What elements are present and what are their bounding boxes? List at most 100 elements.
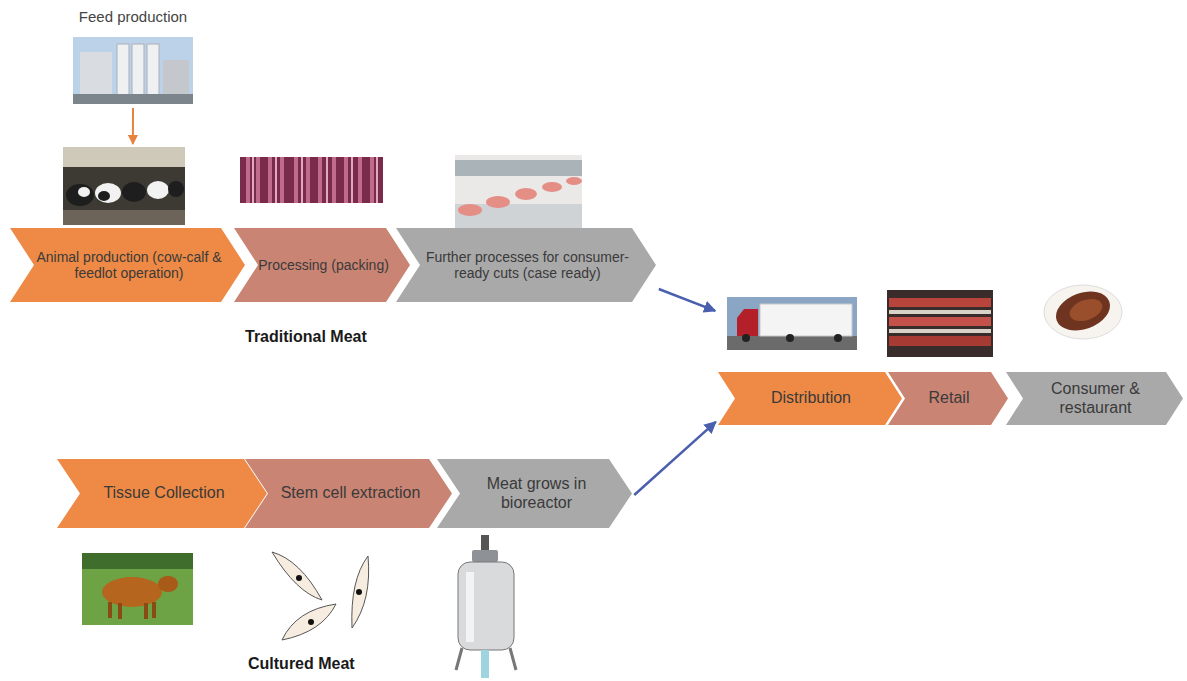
process-chevron: Processing (packing) [234,228,410,302]
chevron-fill [718,372,902,425]
display-case [887,290,993,357]
chevron-text-box: Stem cell extraction [265,459,436,528]
case-ready-photo [455,155,582,230]
chevron-text-box: Processing (packing) [254,228,393,302]
meat-row [889,298,991,307]
nucleus [296,575,302,581]
feed-production-photo: Feed production [70,4,196,105]
chevron-fill [396,228,656,302]
process-chevron: Meat grows in bioreactor [437,459,632,528]
chevron-text-box: Meat grows in bioreactor [457,459,616,528]
conveyor [455,204,582,230]
chevron-fill [1006,372,1183,425]
chevron-fill [437,459,632,528]
shelf [889,329,991,333]
meat-cut [458,204,482,216]
cow [168,181,184,197]
section-label: Cultured Meat [248,655,355,672]
process-chevron: Retail [888,372,1008,425]
chevron-fill [10,228,245,302]
chevron-text-box: Consumer & restaurant [1020,372,1171,425]
flow-arrow [132,108,134,144]
sky [727,297,857,350]
heading-box: Feed production [70,4,196,30]
chevron-text-box: Retail [902,372,996,425]
nucleus [308,619,314,625]
flow-arrow [659,289,715,311]
step-label: Further processes for consumer-ready cut… [416,249,639,281]
building [163,60,189,96]
step-label: Tissue Collection [103,484,224,502]
wheel [834,334,842,342]
cow [78,187,90,197]
section-label-box: Cultured Meat [248,655,355,673]
section-label-box: Traditional Meat [245,328,367,346]
pasture [82,553,193,625]
silo [147,44,159,96]
meat-row [889,336,991,346]
section-label: Traditional Meat [245,328,367,345]
plate [1044,285,1122,339]
flow-arrow [634,422,716,495]
workers [455,160,582,176]
chevron-fill [234,228,410,302]
building [80,52,112,96]
steak [1067,295,1106,325]
silo [117,44,129,96]
carcass-stripes [248,157,372,203]
meat-cut [566,177,582,185]
wheel [742,334,750,342]
step-label: Stem cell extraction [281,484,421,502]
cow [98,191,110,201]
nucleus [356,589,362,595]
steak-photo [1044,285,1122,339]
truck-photo [727,297,857,350]
step-label: Distribution [771,389,851,407]
trees [82,553,193,569]
chevron-text-box: Tissue Collection [77,459,251,528]
floor [63,210,185,225]
vessel [458,562,514,650]
vessel-shine [466,572,474,642]
process-chevron: Further processes for consumer-ready cut… [396,228,656,302]
retail-photo [887,290,993,357]
feedlot-photo [63,147,185,225]
process-chevron: Distribution [718,297,902,425]
packing-photo [240,157,383,203]
step-label: Meat grows in bioreactor [457,475,616,512]
shelf [889,310,991,314]
cow-photo [82,553,193,625]
cow-legs [110,602,154,619]
truck-cab [737,309,758,336]
motor [472,550,498,562]
plant [455,155,582,230]
cow [122,182,146,202]
cow-head [158,576,178,592]
meat-row [889,317,991,326]
bioreactor [456,535,516,678]
silo [132,44,144,96]
chevron-text-box: Animal production (cow-calf & feedlot op… [30,228,228,302]
meat-cut [542,182,562,192]
steak [1051,285,1116,338]
step-label: Retail [929,389,970,407]
meat-cut [515,188,537,200]
barn [63,147,185,225]
process-chevron: Tissue Collection [57,459,267,528]
chevron-fill [57,459,267,528]
cow [66,184,94,206]
process-chevron: Stem cell extraction [245,459,452,528]
trailer [760,304,852,336]
step-label: Animal production (cow-calf & feedlot op… [30,249,228,281]
step-label: Processing (packing) [258,257,389,273]
chevron-text-box: Distribution [732,372,890,425]
motor [481,535,489,551]
ground [73,94,193,104]
step-label: Consumer & restaurant [1020,380,1171,417]
sky [73,37,193,104]
chevron-fill [245,459,452,528]
meat-cut [486,196,510,208]
stem-cells [272,552,369,640]
